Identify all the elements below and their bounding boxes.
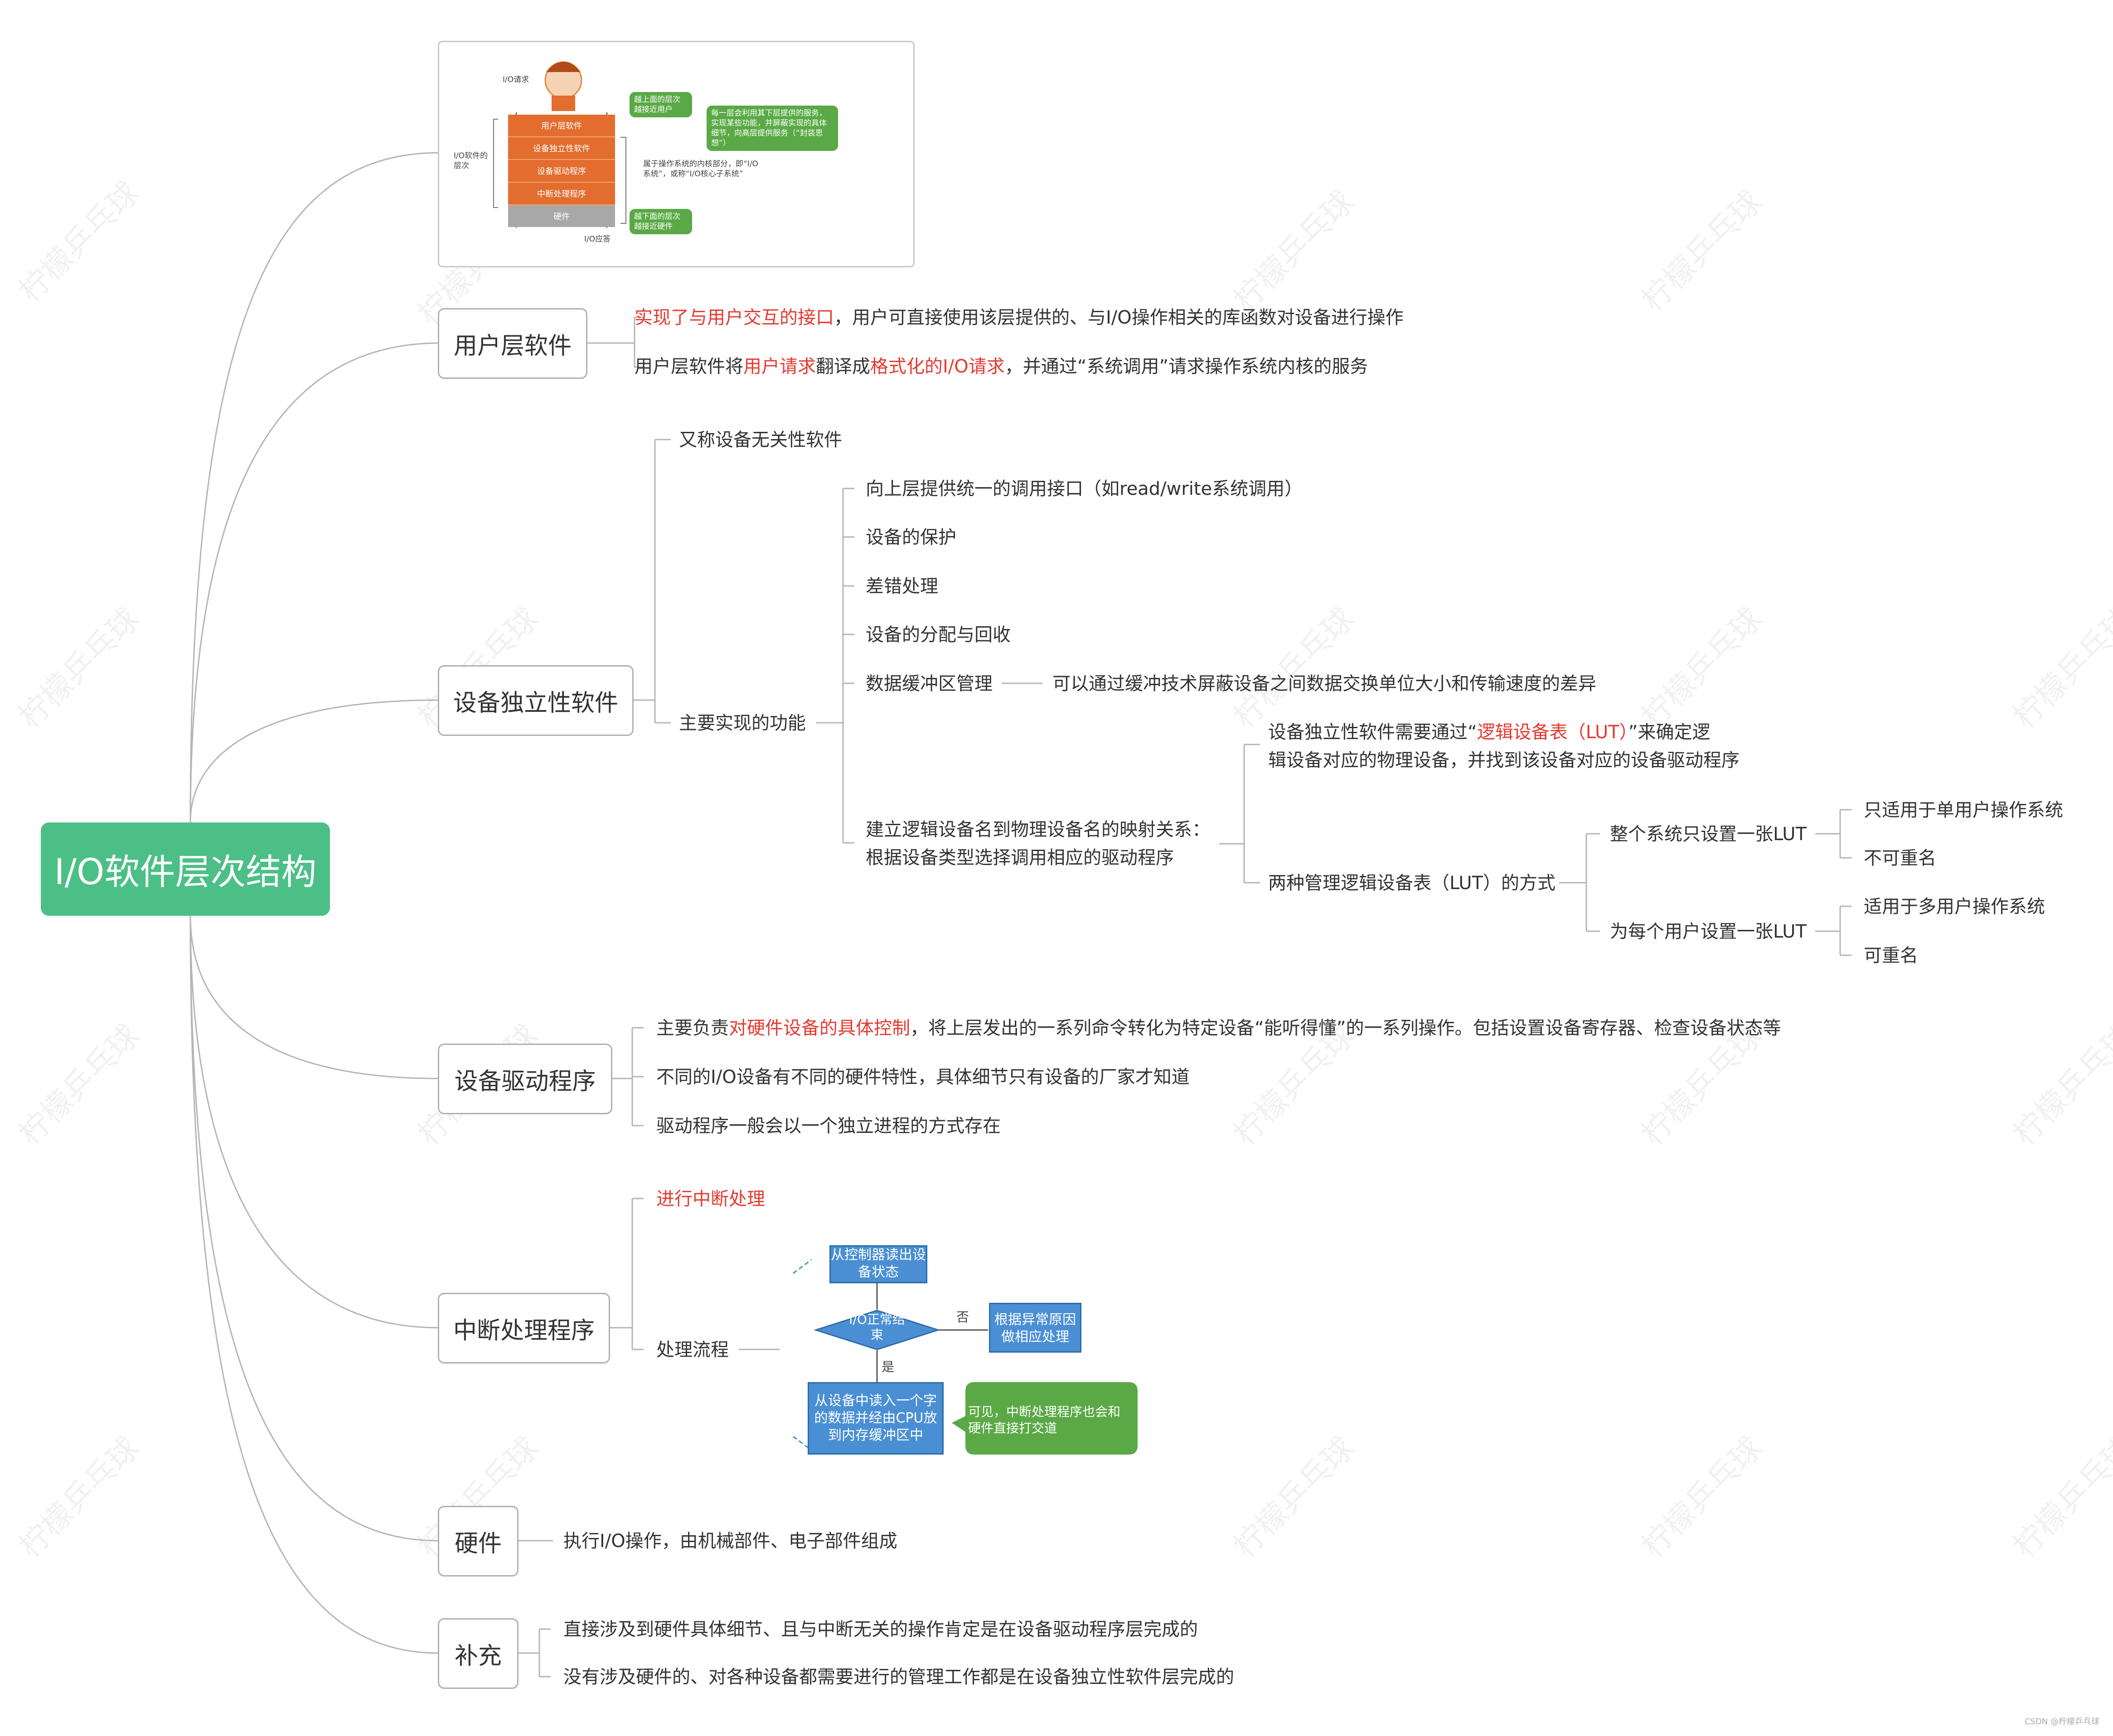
supplement-item-2: 没有涉及硬件的、对各种设备都需要进行的管理工作都是在设备独立性软件层完成的 xyxy=(563,1667,1234,1688)
lut-method-1: 整个系统只设置一张LUT xyxy=(1610,824,1807,845)
flow-box-read-data: 从设备中读入一个字的数据并经由CPU放到内存缓冲区中 xyxy=(808,1382,944,1455)
user-layer-item-1-rest: ，用户可直接使用该层提供的、与I/O操作相关的库函数对设备进行操作 xyxy=(834,307,1404,328)
image-layer-interrupt: 中断处理程序 xyxy=(508,183,615,205)
lut-line-2: 辑设备对应的物理设备，并找到该设备对应的设备驱动程序 xyxy=(1268,750,1740,771)
bubble-encapsulation: 每一层会利用其下层提供的服务，实现某些功能，并屏蔽实现的具体细节，向高层提供服务… xyxy=(707,106,838,151)
text-segment: ，并通过“系统调用”请求操作系统内核的服务 xyxy=(1004,356,1368,377)
bubble-closer-to-hardware: 越下面的层次越接近硬件 xyxy=(630,209,692,234)
mapping-line-2: 根据设备类型选择调用相应的驱动程序 xyxy=(866,847,1174,868)
text-segment: 主要负责 xyxy=(656,1018,729,1039)
indep-function-4: 设备的分配与回收 xyxy=(866,624,1011,645)
lut-method-2-b: 可重名 xyxy=(1864,945,1918,966)
topic-driver[interactable]: 设备驱动程序 xyxy=(438,1044,612,1114)
root-topic[interactable]: I/O软件层次结构 xyxy=(41,822,330,916)
lut-method-2: 为每个用户设置一张LUT xyxy=(1610,921,1807,942)
link-root-indep xyxy=(189,699,438,823)
link-root-hardware xyxy=(189,915,438,1542)
flow-no-label: 否 xyxy=(956,1310,969,1325)
image-layer-independent: 设备独立性软件 xyxy=(508,137,615,160)
interrupt-item-1: 进行中断处理 xyxy=(656,1189,765,1209)
link-root-image xyxy=(189,152,438,823)
user-layer-item-2: 用户层软件将用户请求翻译成格式化的I/O请求，并通过“系统调用”请求操作系统内核… xyxy=(635,353,1368,381)
mapping-line-1: 建立逻辑设备名到物理设备名的映射关系： xyxy=(866,819,1210,840)
topic-hardware[interactable]: 硬件 xyxy=(438,1506,519,1576)
interrupt-flow-label: 处理流程 xyxy=(656,1339,729,1360)
buffer-note: 可以通过缓冲技术屏蔽设备之间数据交换单位大小和传输速度的差异 xyxy=(1052,673,1596,694)
image-layer-hardware: 硬件 xyxy=(508,205,615,227)
flow-box-exception: 根据异常原因做相应处理 xyxy=(989,1303,1081,1353)
indep-function-2: 设备的保护 xyxy=(866,527,956,548)
user-layer-item-1: 实现了与用户交互的接口，用户可直接使用该层提供的、与I/O操作相关的库函数对设备… xyxy=(635,304,1404,332)
lut-methods: 两种管理逻辑设备表（LUT）的方式 xyxy=(1268,873,1556,894)
link-root-user xyxy=(189,342,438,823)
kernel-note: 属于操作系统的内核部分，即“I/O系统”，或称“I/O核心子系统” xyxy=(643,160,758,179)
lut-line-1: 设备独立性软件需要通过“逻辑设备表（LUT）”来确定逻 xyxy=(1268,718,1710,746)
indep-function-5: 数据缓冲区管理 xyxy=(866,673,993,694)
text-segment-red: 格式化的I/O请求 xyxy=(870,356,1005,377)
flow-yes-label: 是 xyxy=(882,1359,895,1374)
user-layer-item-1-red: 实现了与用户交互的接口 xyxy=(635,307,834,328)
text-segment: 用户层软件将 xyxy=(635,356,743,377)
flow-note-shape xyxy=(952,1382,1138,1455)
topic-user-layer[interactable]: 用户层软件 xyxy=(438,308,587,379)
text-segment-red: 对硬件设备的具体控制 xyxy=(729,1018,910,1039)
indep-alias: 又称设备无关性软件 xyxy=(679,430,842,450)
link-root-supplement xyxy=(189,915,438,1654)
flow-diamond-label: I/O正常结束 xyxy=(849,1312,905,1342)
indep-functions-label: 主要实现的功能 xyxy=(679,713,806,734)
io-layers-image: I/O请求 I/O应答 I/O软件的层次 用户层软件 设备独立性软件 设备驱动程… xyxy=(438,41,915,267)
driver-item-3: 驱动程序一般会以一个独立进程的方式存在 xyxy=(656,1116,1001,1136)
bubble-closer-to-user: 越上面的层次越接近用户 xyxy=(630,92,692,117)
text-segment-red: 逻辑设备表（LUT） xyxy=(1477,722,1628,743)
indep-function-3: 差错处理 xyxy=(866,576,938,597)
link-root-driver xyxy=(189,915,438,1079)
layers-side-label: I/O软件的层次 xyxy=(454,151,488,170)
indep-function-1: 向上层提供统一的调用接口（如read/write系统调用） xyxy=(866,479,1303,499)
driver-item-2: 不同的I/O设备有不同的硬件特性，具体细节只有设备的厂家才知道 xyxy=(656,1067,1190,1088)
text-segment: ”来确定逻 xyxy=(1628,722,1711,743)
lut-method-1-b: 不可重名 xyxy=(1864,848,1936,869)
credit-text: CSDN @柠檬乒乓球 xyxy=(2024,1717,2099,1726)
text-segment-red: 用户请求 xyxy=(743,356,816,377)
lut-method-1-a: 只适用于单用户操作系统 xyxy=(1864,800,2063,821)
image-layer-user: 用户层软件 xyxy=(508,115,615,137)
driver-item-1: 主要负责对硬件设备的具体控制，将上层发出的一系列命令转化为特定设备“能听得懂”的… xyxy=(656,1014,1781,1042)
topic-interrupt[interactable]: 中断处理程序 xyxy=(438,1293,610,1364)
text-segment: ，将上层发出的一系列命令转化为特定设备“能听得懂”的一系列操作。包括设置设备寄存… xyxy=(910,1018,1781,1039)
supplement-item-1: 直接涉及到硬件具体细节、且与中断无关的操作肯定是在设备驱动程序层完成的 xyxy=(563,1619,1198,1640)
flow-box-read-status: 从控制器读出设备状态 xyxy=(829,1245,927,1283)
text-segment: 翻译成 xyxy=(816,356,870,377)
topic-supplement[interactable]: 补充 xyxy=(438,1618,519,1689)
io-response-label: I/O应答 xyxy=(584,235,611,244)
io-request-label: I/O请求 xyxy=(503,75,529,84)
flow-diamond-shape xyxy=(814,1310,940,1350)
hardware-item-1: 执行I/O操作，由机械部件、电子部件组成 xyxy=(563,1531,897,1552)
text-segment: 设备独立性软件需要通过“ xyxy=(1268,722,1477,743)
topic-device-independent[interactable]: 设备独立性软件 xyxy=(438,665,634,736)
link-root-interrupt xyxy=(189,915,438,1329)
image-layer-driver: 设备驱动程序 xyxy=(508,160,615,183)
interrupt-flowchart xyxy=(793,1259,1138,1455)
flow-note: 可见，中断处理程序也会和硬件直接打交道 xyxy=(968,1404,1121,1436)
lut-method-2-a: 适用于多用户操作系统 xyxy=(1864,896,2045,917)
